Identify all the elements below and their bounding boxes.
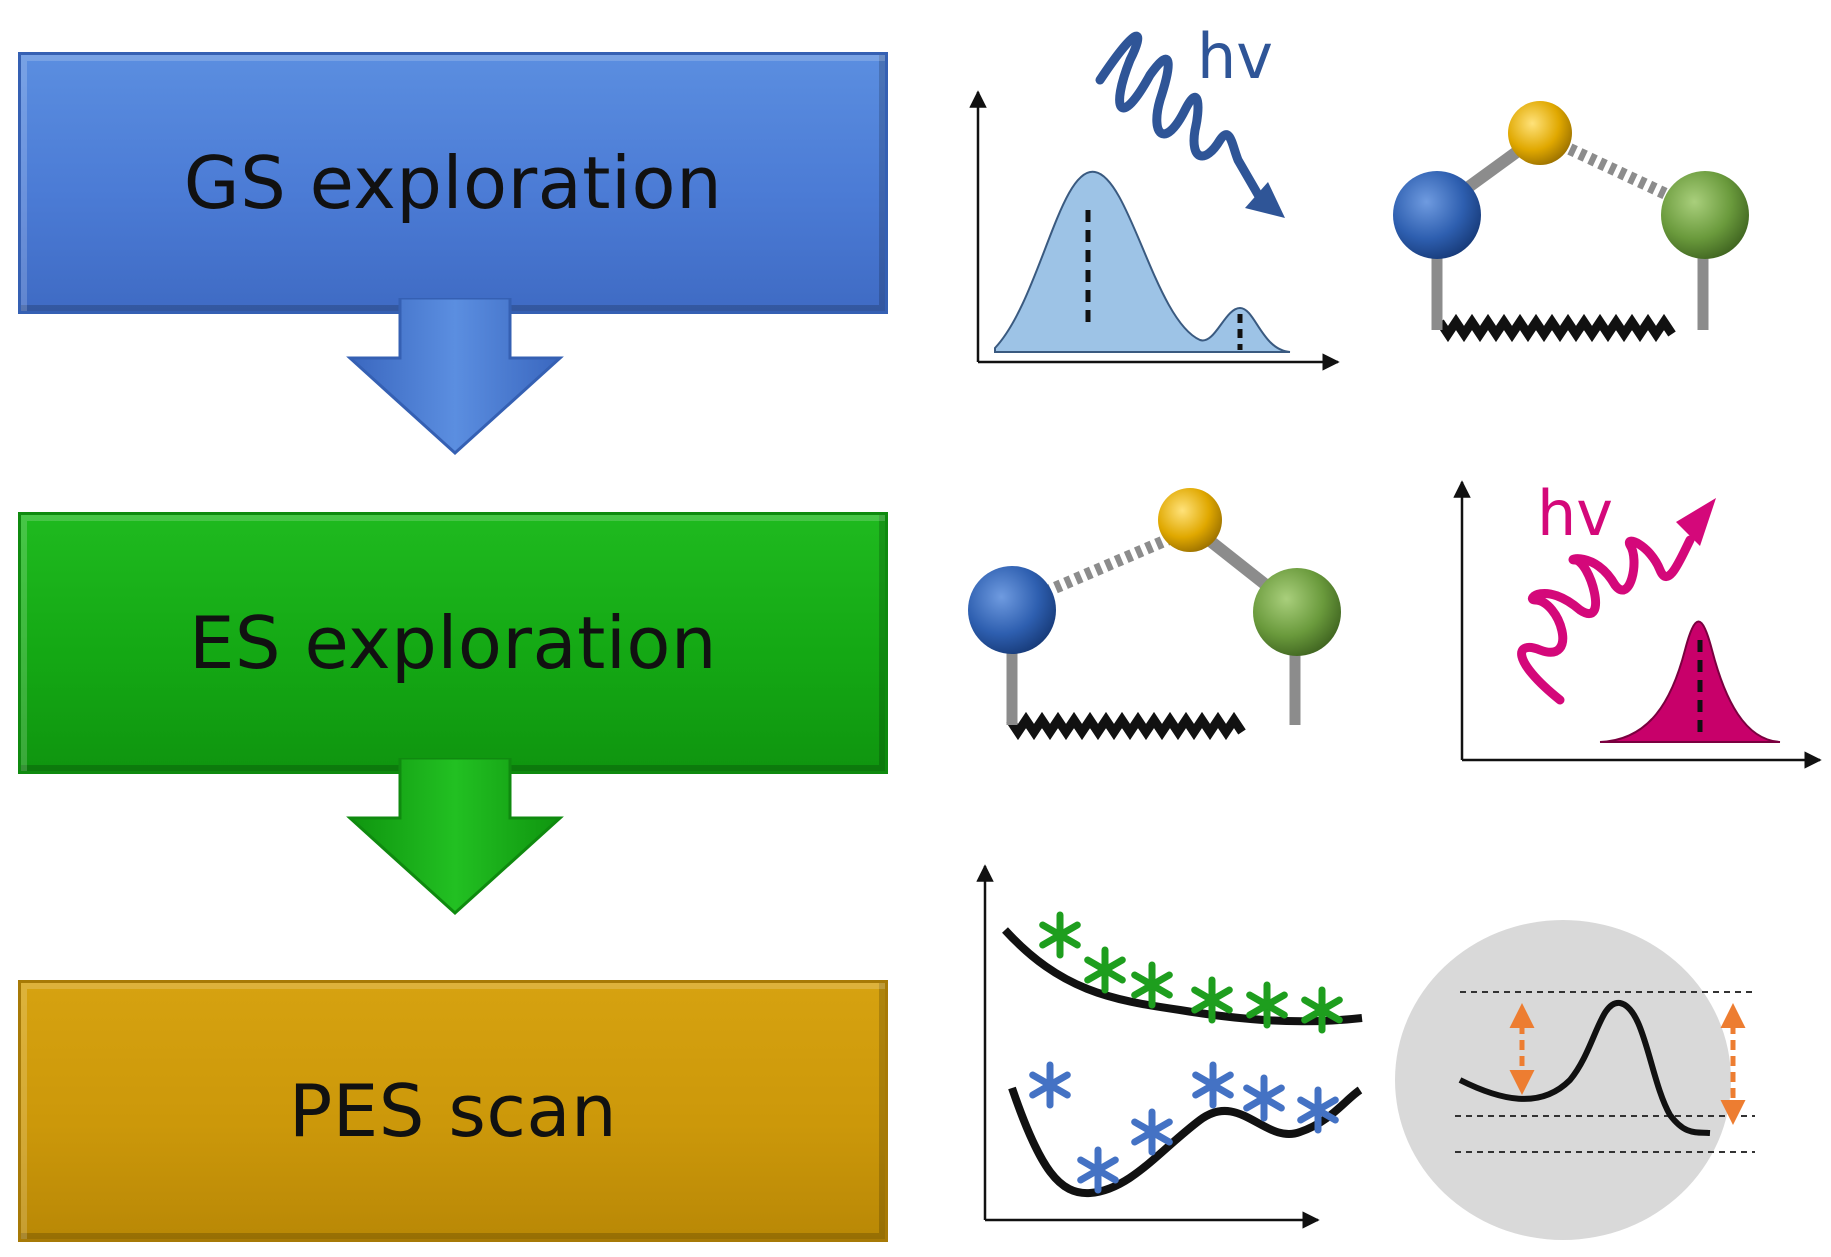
photon-label-absorption: hv xyxy=(1197,20,1273,93)
gs-exploration-label: GS exploration xyxy=(183,141,723,225)
es-exploration-label: ES exploration xyxy=(188,601,718,685)
down-arrow-icon xyxy=(346,298,564,456)
scan-point-marker xyxy=(1131,961,1173,1009)
scan-point-marker xyxy=(1077,1146,1119,1194)
scan-point-marker xyxy=(1084,946,1126,994)
barrier-curve xyxy=(1458,1000,1711,1136)
photon-label-emission: hv xyxy=(1537,477,1613,550)
pes-scan-step: PES scan xyxy=(18,980,888,1242)
barrier-ellipse xyxy=(1395,920,1757,1240)
scan-point-marker xyxy=(1246,981,1288,1029)
arrowhead-icon xyxy=(1676,498,1716,546)
scan-point-marker xyxy=(1131,1108,1173,1156)
molecule-structure-ground xyxy=(1393,101,1749,343)
scan-point-marker xyxy=(1191,976,1233,1024)
spring-bond-icon xyxy=(1436,313,1676,343)
spring-bond-icon xyxy=(1006,711,1246,741)
es-exploration-step: ES exploration xyxy=(18,512,888,774)
atom-yellow-icon xyxy=(1508,101,1572,165)
atom-green-icon xyxy=(1661,171,1749,259)
background-ellipse xyxy=(1395,920,1731,1240)
photon-wave-icon xyxy=(1517,535,1695,705)
arrowhead-icon xyxy=(1245,182,1285,218)
down-arrow-icon xyxy=(346,758,564,916)
atom-green-icon xyxy=(1253,568,1341,656)
lower-scan-points xyxy=(1029,1061,1339,1194)
atom-yellow-icon xyxy=(1158,488,1222,552)
scan-point-marker xyxy=(1297,1086,1339,1134)
dashed-bond xyxy=(1012,524,1193,611)
gs-exploration-step: GS exploration xyxy=(18,52,888,314)
scan-point-marker xyxy=(1192,1061,1234,1109)
absorption-spectrum-plot: hv xyxy=(969,20,1340,371)
photon-wave-icon xyxy=(1095,31,1265,203)
scan-point-marker xyxy=(1243,1074,1285,1122)
pes-scan-plot xyxy=(976,864,1363,1229)
pes-scan-label: PES scan xyxy=(288,1069,618,1153)
emission-band xyxy=(1599,620,1781,743)
upper-scan-points xyxy=(1039,911,1343,1034)
molecule-structure-excited xyxy=(968,488,1341,741)
lower-state-curve xyxy=(1008,1086,1363,1198)
scan-point-marker xyxy=(1039,911,1081,959)
atom-blue-icon xyxy=(1393,171,1481,259)
scan-point-marker xyxy=(1301,986,1343,1034)
absorption-band xyxy=(994,170,1291,353)
emission-spectrum-plot: hv xyxy=(1453,477,1822,769)
atom-blue-icon xyxy=(968,566,1056,654)
scan-point-marker xyxy=(1029,1061,1071,1109)
